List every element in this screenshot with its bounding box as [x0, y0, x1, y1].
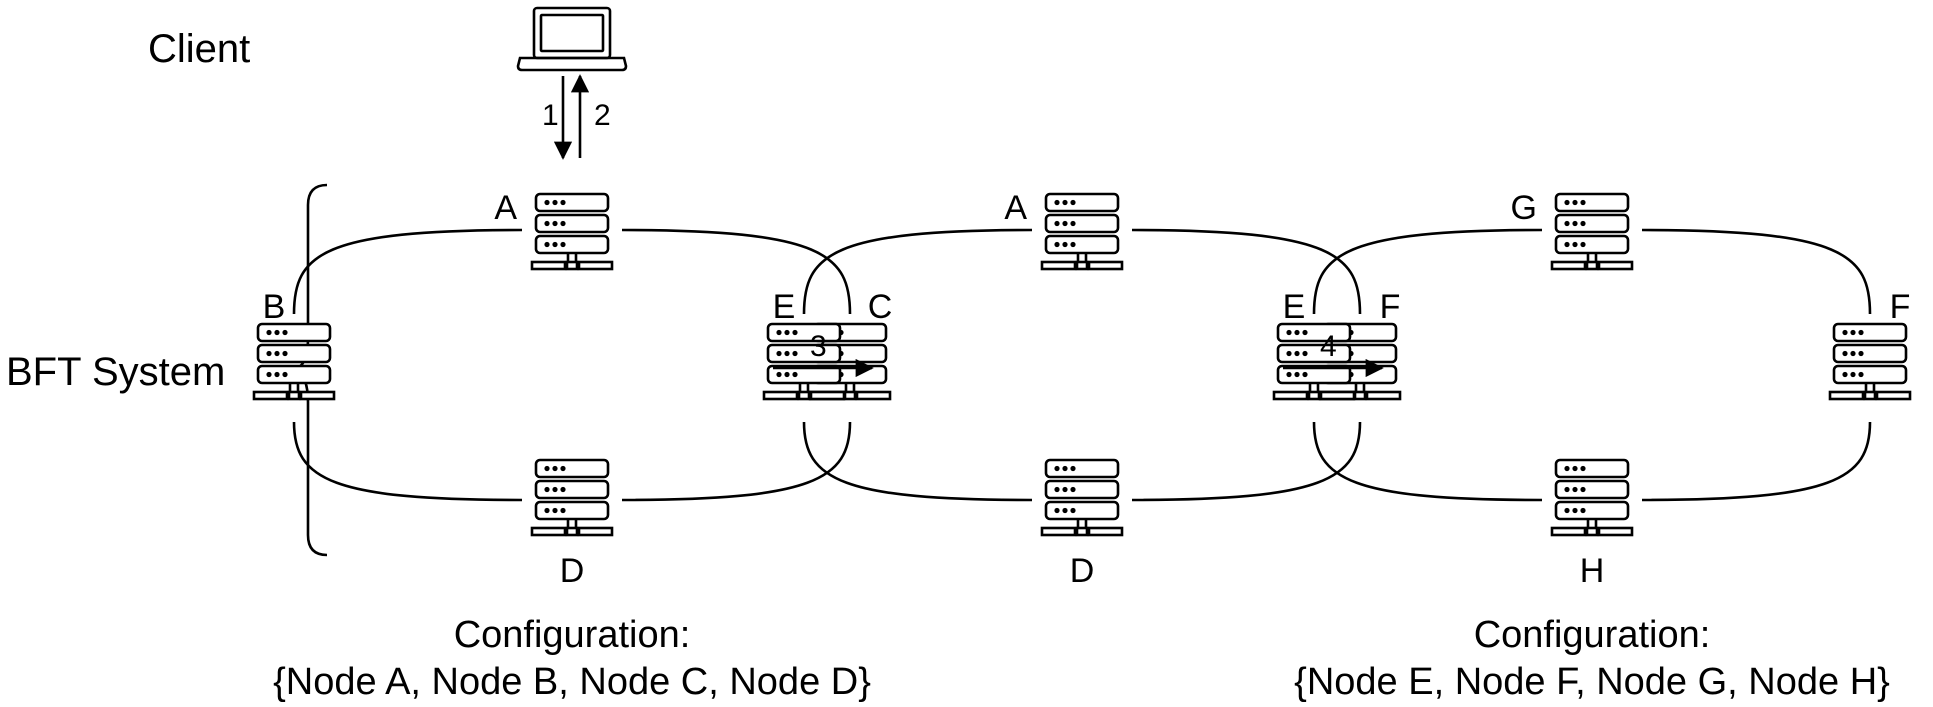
- link-bottom-left: [292, 421, 523, 502]
- link-top-left: [1312, 228, 1543, 315]
- node-label-left: B: [263, 288, 286, 326]
- config-members: {Node E, Node F, Node G, Node H}: [1294, 661, 1890, 703]
- node-label-left: E: [1283, 288, 1306, 326]
- node-label-bottom: D: [560, 552, 585, 590]
- node-label-bottom: D: [1070, 552, 1095, 590]
- link-bottom-left: [1312, 421, 1543, 502]
- server-rack-icon: [762, 322, 846, 401]
- link-top-left: [802, 228, 1033, 315]
- flow-label-1: 1: [542, 99, 559, 132]
- link-bottom-left: [802, 421, 1033, 502]
- node-label-top: A: [1004, 189, 1027, 227]
- link-bottom-right: [1131, 421, 1362, 502]
- link-top-left: [292, 228, 523, 315]
- link-bottom-right: [621, 421, 852, 502]
- link-top-right: [621, 228, 852, 315]
- config-title: Configuration:: [1474, 614, 1711, 656]
- flow-label-3: 3: [810, 330, 827, 363]
- server-rack-icon: [1828, 322, 1912, 401]
- flow-label-2: 2: [594, 99, 611, 132]
- node-label-top: A: [494, 189, 517, 227]
- flow-label-4: 4: [1320, 330, 1337, 363]
- node-label-top: G: [1511, 189, 1537, 227]
- cluster-3: G E F H Configuration: {Node E, Node F, Node …: [1272, 189, 1912, 703]
- link-top-right: [1131, 228, 1362, 315]
- node-label-right: F: [1380, 288, 1401, 326]
- server-rack-icon: [1040, 192, 1124, 271]
- server-rack-icon: [1550, 192, 1634, 271]
- config-members: {Node A, Node B, Node C, Node D}: [273, 661, 871, 703]
- server-rack-icon: [530, 192, 614, 271]
- laptop-icon: [516, 6, 628, 72]
- cluster-2: A E F D: [762, 189, 1402, 590]
- link-bottom-right: [1641, 421, 1872, 502]
- node-label-bottom: H: [1580, 552, 1605, 590]
- node-label-right: C: [868, 288, 893, 326]
- node-label-right: F: [1890, 288, 1911, 326]
- server-rack-icon: [1550, 458, 1634, 537]
- system-label: BFT System: [6, 350, 225, 394]
- node-label-left: E: [773, 288, 796, 326]
- server-rack-icon: [252, 322, 336, 401]
- cluster-1: A B C D Configuration: {Node A, Node B, Node …: [252, 189, 893, 703]
- config-title: Configuration:: [454, 614, 691, 656]
- client-label: Client: [148, 27, 250, 71]
- server-rack-icon: [1040, 458, 1124, 537]
- server-rack-icon: [1272, 322, 1356, 401]
- link-top-right: [1641, 228, 1872, 315]
- server-rack-icon: [530, 458, 614, 537]
